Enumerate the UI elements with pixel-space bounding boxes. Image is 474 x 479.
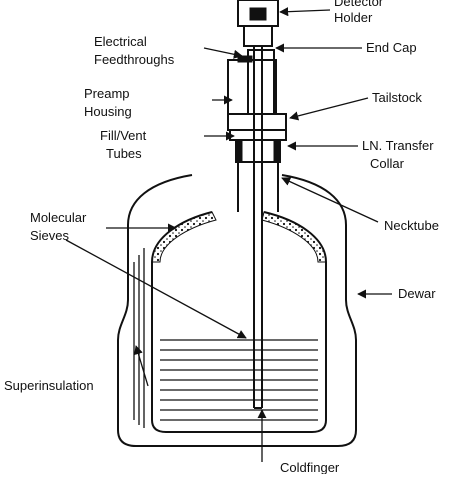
label-tailstock: Tailstock <box>372 90 422 105</box>
dewar-outer-wall <box>117 174 357 447</box>
label-fill-vent-tubes-line1: Fill/Vent <box>100 128 147 143</box>
superinsulation-layers <box>133 248 145 428</box>
liquid-nitrogen <box>160 339 318 421</box>
label-detector-holder-line2: Holder <box>334 10 373 25</box>
label-preamp-housing-line2: Housing <box>84 104 132 119</box>
label-ln-transfer-collar-line1: LN. Transfer <box>362 138 434 153</box>
label-fill-vent-tubes-line2: Tubes <box>106 146 142 161</box>
arrow-tailstock <box>289 97 369 121</box>
label-preamp-housing-line1: Preamp <box>84 86 130 101</box>
preamp-housing-shape <box>227 59 277 115</box>
necktube <box>237 150 279 212</box>
arrow-detector-holder <box>279 7 331 17</box>
label-electrical-feedthroughs-line2: Feedthroughs <box>94 52 175 67</box>
label-coldfinger: Coldfinger <box>280 460 340 474</box>
arrow-necktube <box>281 177 379 223</box>
coldfinger-rod <box>253 46 263 409</box>
label-end-cap: End Cap <box>366 40 417 55</box>
feedthrough-connectors <box>237 55 253 63</box>
dewar-inner-vessel <box>151 211 327 433</box>
arrow-electrical-feedthroughs <box>203 47 243 59</box>
ln-transfer-collar-shape <box>229 129 287 163</box>
label-molecular-sieves-line1: Molecular <box>30 210 87 225</box>
molecular-sieves-band-right <box>261 211 327 263</box>
molecular-sieves-band <box>151 211 217 263</box>
tailstock-shape <box>227 113 287 131</box>
arrow-superinsulation <box>133 345 149 387</box>
label-electrical-feedthroughs-line1: Electrical <box>94 34 147 49</box>
label-ln-transfer-collar-line2: Collar <box>370 156 405 171</box>
label-molecular-sieves-line2: Sieves <box>30 228 70 243</box>
label-dewar: Dewar <box>398 286 436 301</box>
label-necktube: Necktube <box>384 218 439 233</box>
label-superinsulation: Superinsulation <box>4 378 94 393</box>
arrow-sieves-2 <box>65 239 247 339</box>
label-detector-holder-line1: Detector <box>334 0 384 9</box>
detector-holder-shape <box>237 0 279 47</box>
